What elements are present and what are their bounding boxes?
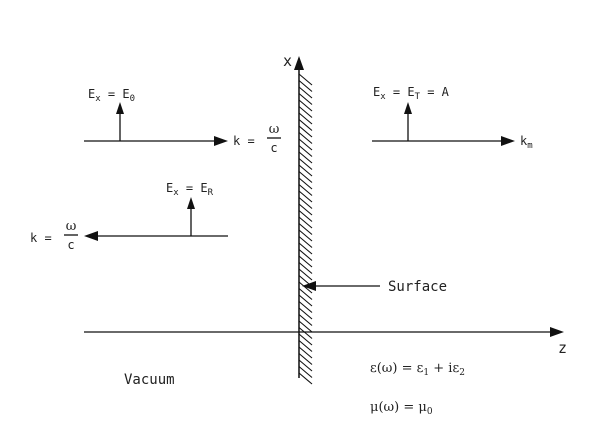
hatch-mark [298, 353, 313, 365]
hatch-mark [298, 236, 313, 248]
hatch-mark [298, 184, 313, 196]
hatch-mark [298, 320, 313, 333]
incident-wave: Ex = E0 k = ω c [84, 87, 281, 155]
hatch-mark [298, 249, 313, 261]
hatch-mark [298, 106, 313, 118]
x-axis-label: x [283, 52, 292, 70]
surface-label: Surface [388, 279, 447, 295]
hatch-mark [298, 125, 313, 138]
z-axis: z [84, 327, 567, 357]
hatch-mark [298, 223, 313, 235]
hatch-mark [298, 145, 313, 157]
reflected-k-denominator: c [67, 238, 74, 252]
z-axis-arrowhead [550, 327, 564, 337]
hatch-mark [298, 255, 313, 268]
hatch-mark [298, 80, 313, 92]
hatch-mark [298, 359, 313, 372]
transmitted-k-arrowhead [501, 136, 515, 146]
hatch-mark [298, 210, 313, 222]
hatch-mark [298, 281, 313, 294]
reflected-k-arrowhead [84, 231, 98, 241]
hatch-mark [298, 73, 313, 86]
hatch-marks [298, 73, 313, 385]
hatch-mark [298, 262, 313, 274]
hatch-mark [298, 333, 313, 346]
hatch-mark [298, 327, 313, 339]
surface-pointer: Surface [302, 279, 447, 295]
transmitted-field-label: Ex = ET = A [373, 85, 450, 102]
incident-k-label: k = [233, 134, 255, 148]
hatch-mark [298, 112, 313, 125]
hatch-mark [298, 86, 313, 99]
reflected-k-label: k = [30, 231, 52, 245]
hatch-mark [298, 288, 313, 300]
hatch-mark [298, 346, 313, 359]
hatch-mark [298, 340, 313, 352]
hatch-mark [298, 93, 313, 105]
incident-e-arrowhead [116, 102, 124, 114]
hatch-mark [298, 177, 313, 190]
hatch-mark [298, 242, 313, 255]
hatch-mark [298, 268, 313, 281]
incident-k-denominator: c [270, 141, 277, 155]
hatch-mark [298, 119, 313, 131]
incident-k-numerator: ω [269, 122, 280, 137]
reflected-wave: Ex = ER k = ω c [30, 181, 228, 252]
surface-pointer-arrowhead [302, 281, 316, 291]
hatch-mark [298, 132, 313, 144]
hatch-mark [298, 301, 313, 313]
hatch-mark [298, 372, 313, 385]
hatch-mark [298, 314, 313, 326]
transmitted-e-arrowhead [404, 102, 412, 114]
transmitted-k-label: km [520, 134, 533, 151]
hatch-mark [298, 229, 313, 242]
hatch-mark [298, 216, 313, 229]
vacuum-label: Vacuum [124, 372, 175, 388]
incident-field-label: Ex = E0 [88, 87, 135, 104]
mu-equation: μ(ω) = μ0 [370, 400, 433, 417]
hatch-mark [298, 99, 313, 112]
x-axis: x [283, 52, 304, 378]
hatch-mark [298, 203, 313, 216]
hatch-mark [298, 307, 313, 320]
hatch-mark [298, 138, 313, 151]
hatch-mark [298, 158, 313, 170]
hatch-mark [298, 366, 313, 378]
z-axis-label: z [558, 339, 567, 357]
x-axis-arrowhead [294, 56, 304, 70]
surface-hatching [298, 68, 313, 385]
hatch-mark [298, 164, 313, 177]
incident-k-arrowhead [214, 136, 228, 146]
reflected-k-numerator: ω [66, 219, 77, 234]
reflected-e-arrowhead [187, 197, 195, 209]
epsilon-equation: ε(ω) = ε1 + iε2 [370, 361, 465, 378]
hatch-mark [298, 151, 313, 164]
transmitted-wave: Ex = ET = A km [372, 85, 533, 151]
hatch-mark [298, 294, 313, 307]
hatch-mark [298, 197, 313, 209]
hatch-mark [298, 171, 313, 183]
hatch-mark [298, 190, 313, 203]
reflected-field-label: Ex = ER [166, 181, 214, 198]
